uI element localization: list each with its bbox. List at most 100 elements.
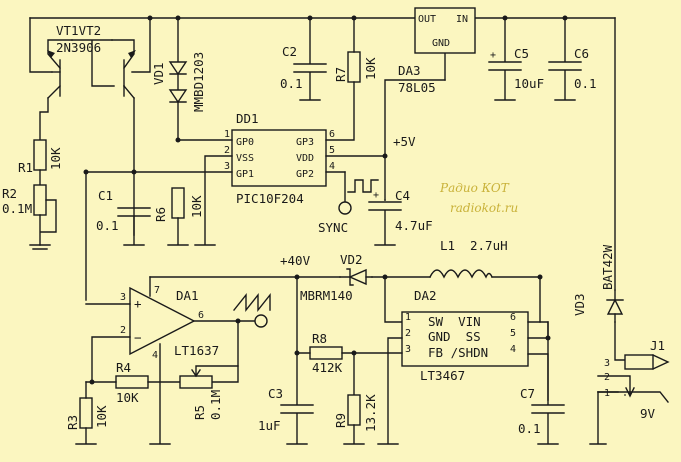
- da2-pin-4: 4: [510, 344, 516, 355]
- plus40v-label: +40V: [280, 253, 311, 268]
- c7-ref: C7: [520, 386, 535, 401]
- da1-plus: +: [134, 296, 142, 311]
- dd1-ref: DD1: [236, 111, 259, 126]
- vd3-wire: [614, 17, 626, 361]
- inductor-l1: [429, 269, 493, 279]
- r1-value: 10K: [48, 147, 63, 170]
- watermark-url: radiokot.ru: [450, 201, 518, 215]
- da1-pin-4: 4: [152, 350, 158, 361]
- da1-wires: [85, 276, 256, 445]
- dd1-pin-vss: VSS: [236, 153, 254, 164]
- vt-label: VT1VT2: [56, 23, 101, 38]
- dd1-part: PIC10F204: [236, 191, 304, 206]
- r6-value: 10K: [189, 195, 204, 218]
- dd1-num-2: 2: [224, 145, 230, 156]
- transistor-vt1: [47, 39, 73, 99]
- opamp-da1: [129, 286, 196, 356]
- c5-ref: C5: [514, 46, 529, 61]
- capacitor-c6: [548, 17, 582, 101]
- ic-dd1: [231, 129, 327, 187]
- resistor-r6: [171, 187, 185, 219]
- vd3-ref: VD3: [572, 293, 587, 316]
- vd2-part: MBRM140: [300, 288, 353, 303]
- plus5v-label: +5V: [393, 134, 416, 149]
- dd1-pin-gp1: GP1: [236, 169, 254, 180]
- da2-ref: DA2: [414, 288, 437, 303]
- r2-value: 0.1M: [2, 201, 32, 216]
- c4-value: 4.7uF: [395, 218, 433, 233]
- r2-ref: R2: [2, 186, 17, 201]
- r5-ref: R5: [192, 405, 207, 420]
- da1-pin-7: 7: [154, 285, 160, 296]
- c3-ref: C3: [268, 386, 283, 401]
- dd1-num-4: 4: [329, 161, 335, 172]
- da1-ref: DA1: [176, 288, 199, 303]
- resistor-r8: [309, 346, 343, 360]
- da2-pin-2: 2: [405, 328, 411, 339]
- da2-pin-1: 1: [405, 312, 411, 323]
- output-test-point: [254, 314, 268, 328]
- resistor-r4: [115, 375, 149, 389]
- da3-part: 78L05: [398, 80, 436, 95]
- sync-waveform: [347, 179, 379, 193]
- dd1-pin-gp0: GP0: [236, 137, 254, 148]
- diode-vd1: [168, 15, 188, 141]
- current-mirror-wires: [39, 39, 135, 236]
- c5-polarity: +: [490, 50, 496, 61]
- resistor-r2: [33, 184, 47, 216]
- da2-pin-6: 6: [510, 312, 516, 323]
- j1-pin-2: 2: [604, 372, 610, 383]
- da3-gnd: GND: [432, 38, 450, 49]
- dd1-pin-gp2: GP2: [296, 169, 314, 180]
- r7-ref: R7: [333, 67, 348, 82]
- dd1-num-5: 5: [329, 145, 335, 156]
- capacitor-c2: [293, 17, 327, 101]
- j1-pin-3: 3: [604, 358, 610, 369]
- da3-out: OUT: [418, 14, 436, 25]
- r8-ref: R8: [312, 331, 327, 346]
- c2-ref: C2: [282, 44, 297, 59]
- top-rail-wires: [29, 17, 616, 81]
- r3-value: 10K: [94, 405, 109, 428]
- j1-ref: J1: [650, 338, 665, 353]
- l1-value: 2.7uH: [470, 238, 508, 253]
- r3-ref: R3: [65, 415, 80, 430]
- da2-pin-3: 3: [405, 344, 411, 355]
- vd2-ref: VD2: [340, 252, 363, 267]
- r5-wiper: [191, 365, 239, 378]
- capacitor-c1: [117, 207, 151, 246]
- r9-value: 13.2K: [363, 394, 378, 432]
- r4-value: 10K: [116, 390, 139, 405]
- l1-ref: L1: [440, 238, 455, 253]
- vd1-part: MMBD1203: [191, 52, 206, 112]
- vt-part: 2N3906: [56, 40, 101, 55]
- diode-vd2: [339, 268, 373, 286]
- r5-value: 0.1M: [208, 390, 223, 420]
- da2-row3: FB /SHDN: [428, 345, 488, 360]
- da3-ref: DA3: [398, 63, 421, 78]
- c3-value: 1uF: [258, 418, 281, 433]
- watermark-title: Радио КОТ: [439, 181, 510, 195]
- transistor-vt2: [111, 39, 136, 99]
- r7-value: 10K: [363, 57, 378, 80]
- supply-wire: [597, 391, 669, 403]
- da1-pin-3: 3: [120, 292, 126, 303]
- dd1-pin-gp3: GP3: [296, 137, 314, 148]
- da2-row1: SW VIN: [428, 314, 481, 329]
- c4-ref: C4: [395, 188, 410, 203]
- c4-polarity: +: [373, 190, 379, 201]
- r1-ref: R1: [18, 160, 33, 175]
- r4-ref: R4: [116, 360, 131, 375]
- sync-label: SYNC: [318, 220, 348, 235]
- resistor-r9: [347, 394, 361, 426]
- r2-wiper: [39, 199, 57, 246]
- da1-pin-2: 2: [120, 325, 126, 336]
- resistor-r1: [33, 139, 47, 171]
- capacitor-c4: [368, 201, 402, 246]
- c6-ref: C6: [574, 46, 589, 61]
- dd1-num-3: 3: [224, 161, 230, 172]
- da2-row2: GND SS: [428, 329, 481, 344]
- dd1-num-6: 6: [329, 129, 335, 140]
- da1-minus: −: [134, 330, 142, 345]
- c2-value: 0.1: [280, 76, 303, 91]
